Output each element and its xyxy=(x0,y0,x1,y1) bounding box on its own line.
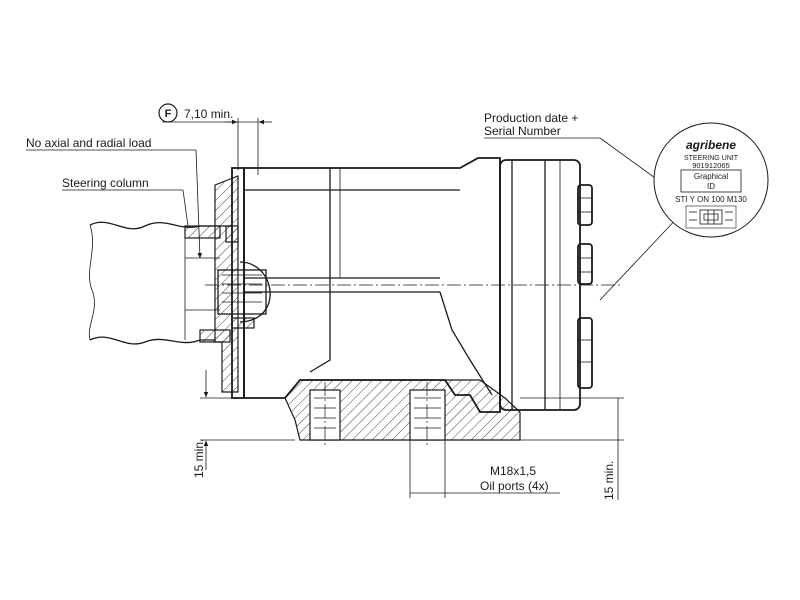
serial-number-callout: Production date + Serial Number xyxy=(484,111,707,301)
left-clearance-text: 15 min. xyxy=(192,439,206,478)
production-date-label: Production date + xyxy=(484,111,578,125)
graphical-id-line-1: Graphical xyxy=(694,172,728,181)
no-load-callout: No axial and radial load xyxy=(26,136,203,259)
model-code: STI Y ON 100 M130 xyxy=(675,195,747,204)
port-block xyxy=(284,379,521,445)
flag-letter: F xyxy=(165,108,172,120)
no-load-label: No axial and radial load xyxy=(26,136,151,150)
plate-line-1: STEERING UNIT xyxy=(684,155,739,162)
brand-logo: agribene xyxy=(686,138,736,152)
steering-unit-housing xyxy=(217,157,593,413)
steering-column-shaft xyxy=(88,175,239,393)
clearance-text: 7,10 min. xyxy=(184,107,233,121)
serial-number-label: Serial Number xyxy=(484,124,561,138)
plate-line-2: 901912065 xyxy=(692,161,730,170)
steering-column-callout: Steering column xyxy=(62,176,189,227)
steering-column-label: Steering column xyxy=(62,176,149,190)
left-clearance-dimension: 15 min. xyxy=(192,370,295,478)
clearance-dimension: F 7,10 min. xyxy=(158,103,272,175)
label-plate: agribene STEERING UNIT 901912065 Graphic… xyxy=(653,122,769,238)
oil-ports-dimension: M18x1,5 Oil ports (4x) xyxy=(409,440,560,498)
thread-spec: M18x1,5 xyxy=(490,464,536,478)
right-clearance-text: 15 min. xyxy=(602,461,616,500)
right-clearance-dimension: 15 min. xyxy=(520,397,624,500)
oil-ports-label: Oil ports (4x) xyxy=(480,479,549,493)
graphical-id-line-2: ID xyxy=(707,182,715,191)
